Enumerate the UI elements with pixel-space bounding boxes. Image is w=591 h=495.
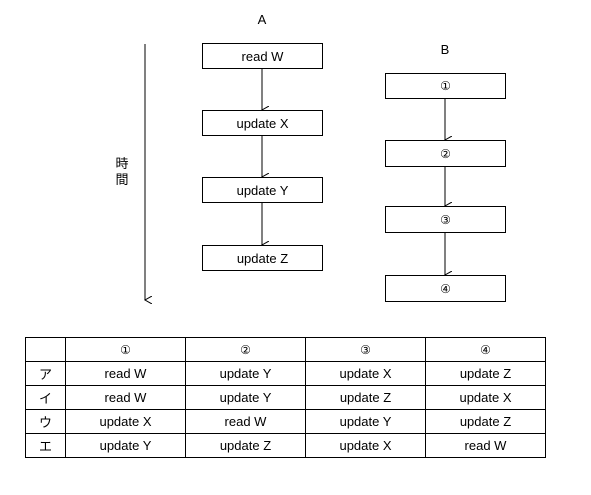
table-cell: update Y [65,433,186,458]
table-cell: update Z [305,385,426,410]
process-a-step-4: update Z [202,245,323,271]
table-cell: update X [425,385,546,410]
connector-lines [0,44,591,310]
time-label-char-1: 時 [115,157,129,172]
table-header-corner [25,337,66,362]
table-cell: update Z [185,433,306,458]
table-cell: update X [305,361,426,386]
table-cell: update Y [305,409,426,434]
table-header-cell: ④ [425,337,546,362]
table-cell: update X [305,433,426,458]
process-a-step-2: update X [202,110,323,136]
row-label: ウ [25,409,66,434]
table-cell: read W [185,409,306,434]
row-label: エ [25,433,66,458]
table-cell: read W [65,385,186,410]
table-row: ウ update X read W update Y update Z [25,409,546,434]
table-row: ア read W update Y update X update Z [25,361,546,386]
table-header-row: ① ② ③ ④ [25,337,546,362]
process-a-step-3: update Y [202,177,323,203]
table-cell: update Z [425,361,546,386]
table-header-cell: ① [65,337,186,362]
process-b-step-4: ④ [385,275,506,302]
process-b-step-1: ① [385,73,506,99]
table-cell: read W [65,361,186,386]
process-a-step-1: read W [202,43,323,69]
table-header-cell: ② [185,337,306,362]
row-label: ア [25,361,66,386]
table-cell: update Y [185,385,306,410]
table-row: エ update Y update Z update X read W [25,433,546,458]
table-row: イ read W update Y update Z update X [25,385,546,410]
process-b-step-3: ③ [385,206,506,233]
process-b-step-2: ② [385,140,506,167]
table-cell: update Z [425,409,546,434]
process-b-label: B [440,42,450,57]
table-cell: update X [65,409,186,434]
answer-options-table: ① ② ③ ④ ア read W update Y update X updat… [25,337,546,458]
table-header-cell: ③ [305,337,426,362]
table-cell: read W [425,433,546,458]
schedule-diagram: 時 間 A read W update X update Y update Z … [0,12,591,310]
process-a-label: A [257,12,267,27]
row-label: イ [25,385,66,410]
table-cell: update Y [185,361,306,386]
time-label-char-2: 間 [115,173,129,188]
